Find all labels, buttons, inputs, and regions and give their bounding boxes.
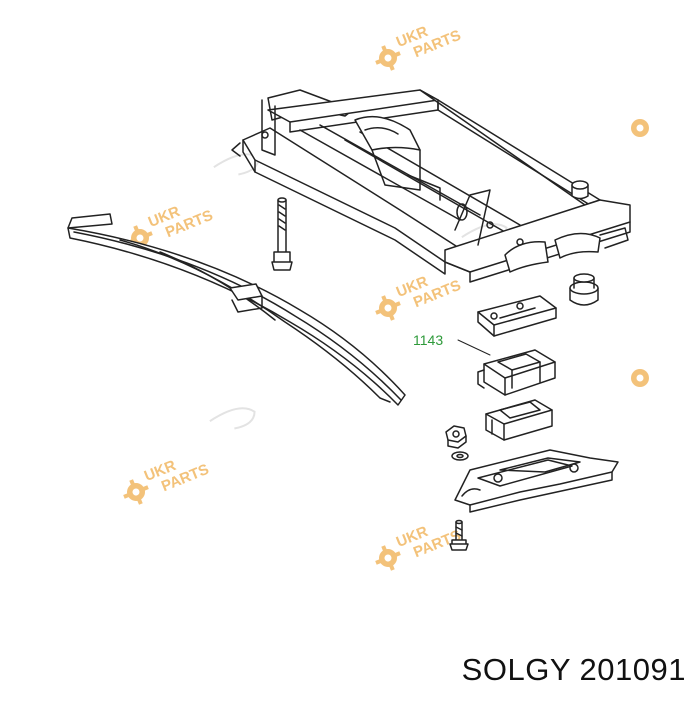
- small-bolt: [449, 519, 469, 551]
- callout-leader-line: [457, 339, 491, 356]
- long-bolt: [271, 197, 293, 271]
- upper-pad: [477, 295, 557, 337]
- hex-nut: [445, 425, 467, 449]
- part-number-caption: SOLGY 201091: [461, 652, 686, 687]
- cylinder-bushing: [569, 273, 599, 306]
- leaf-spring: [67, 213, 406, 406]
- crossmember-plate: [454, 449, 619, 513]
- part-callout-label: 1143: [413, 332, 444, 348]
- watermark-partial: [631, 369, 649, 387]
- subframe: [231, 89, 631, 283]
- transmission-mount: [477, 349, 556, 396]
- watermark-partial: [631, 119, 649, 137]
- watermark: UKR PARTS: [359, 0, 524, 76]
- lower-mount: [485, 399, 553, 441]
- watermark: UKR PARTS: [107, 401, 272, 510]
- washer: [451, 451, 469, 461]
